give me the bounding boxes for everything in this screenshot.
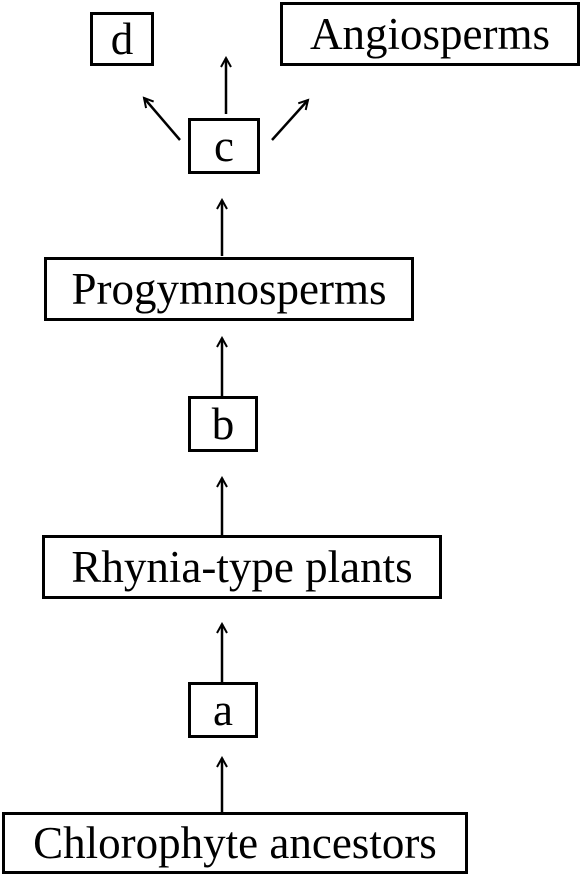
node-a: a bbox=[188, 682, 258, 738]
arrow-c-to-d bbox=[144, 98, 181, 141]
node-c: c bbox=[188, 118, 260, 174]
node-chlorophyte: Chlorophyte ancestors bbox=[2, 812, 468, 874]
node-progymnosperms: Progymnosperms bbox=[44, 257, 414, 321]
arrow-c-to-angiosperms bbox=[271, 100, 308, 141]
node-d: d bbox=[90, 12, 154, 66]
node-rhynia: Rhynia-type plants bbox=[42, 535, 442, 599]
node-angiosperms: Angiosperms bbox=[280, 2, 580, 66]
node-b: b bbox=[188, 396, 258, 452]
